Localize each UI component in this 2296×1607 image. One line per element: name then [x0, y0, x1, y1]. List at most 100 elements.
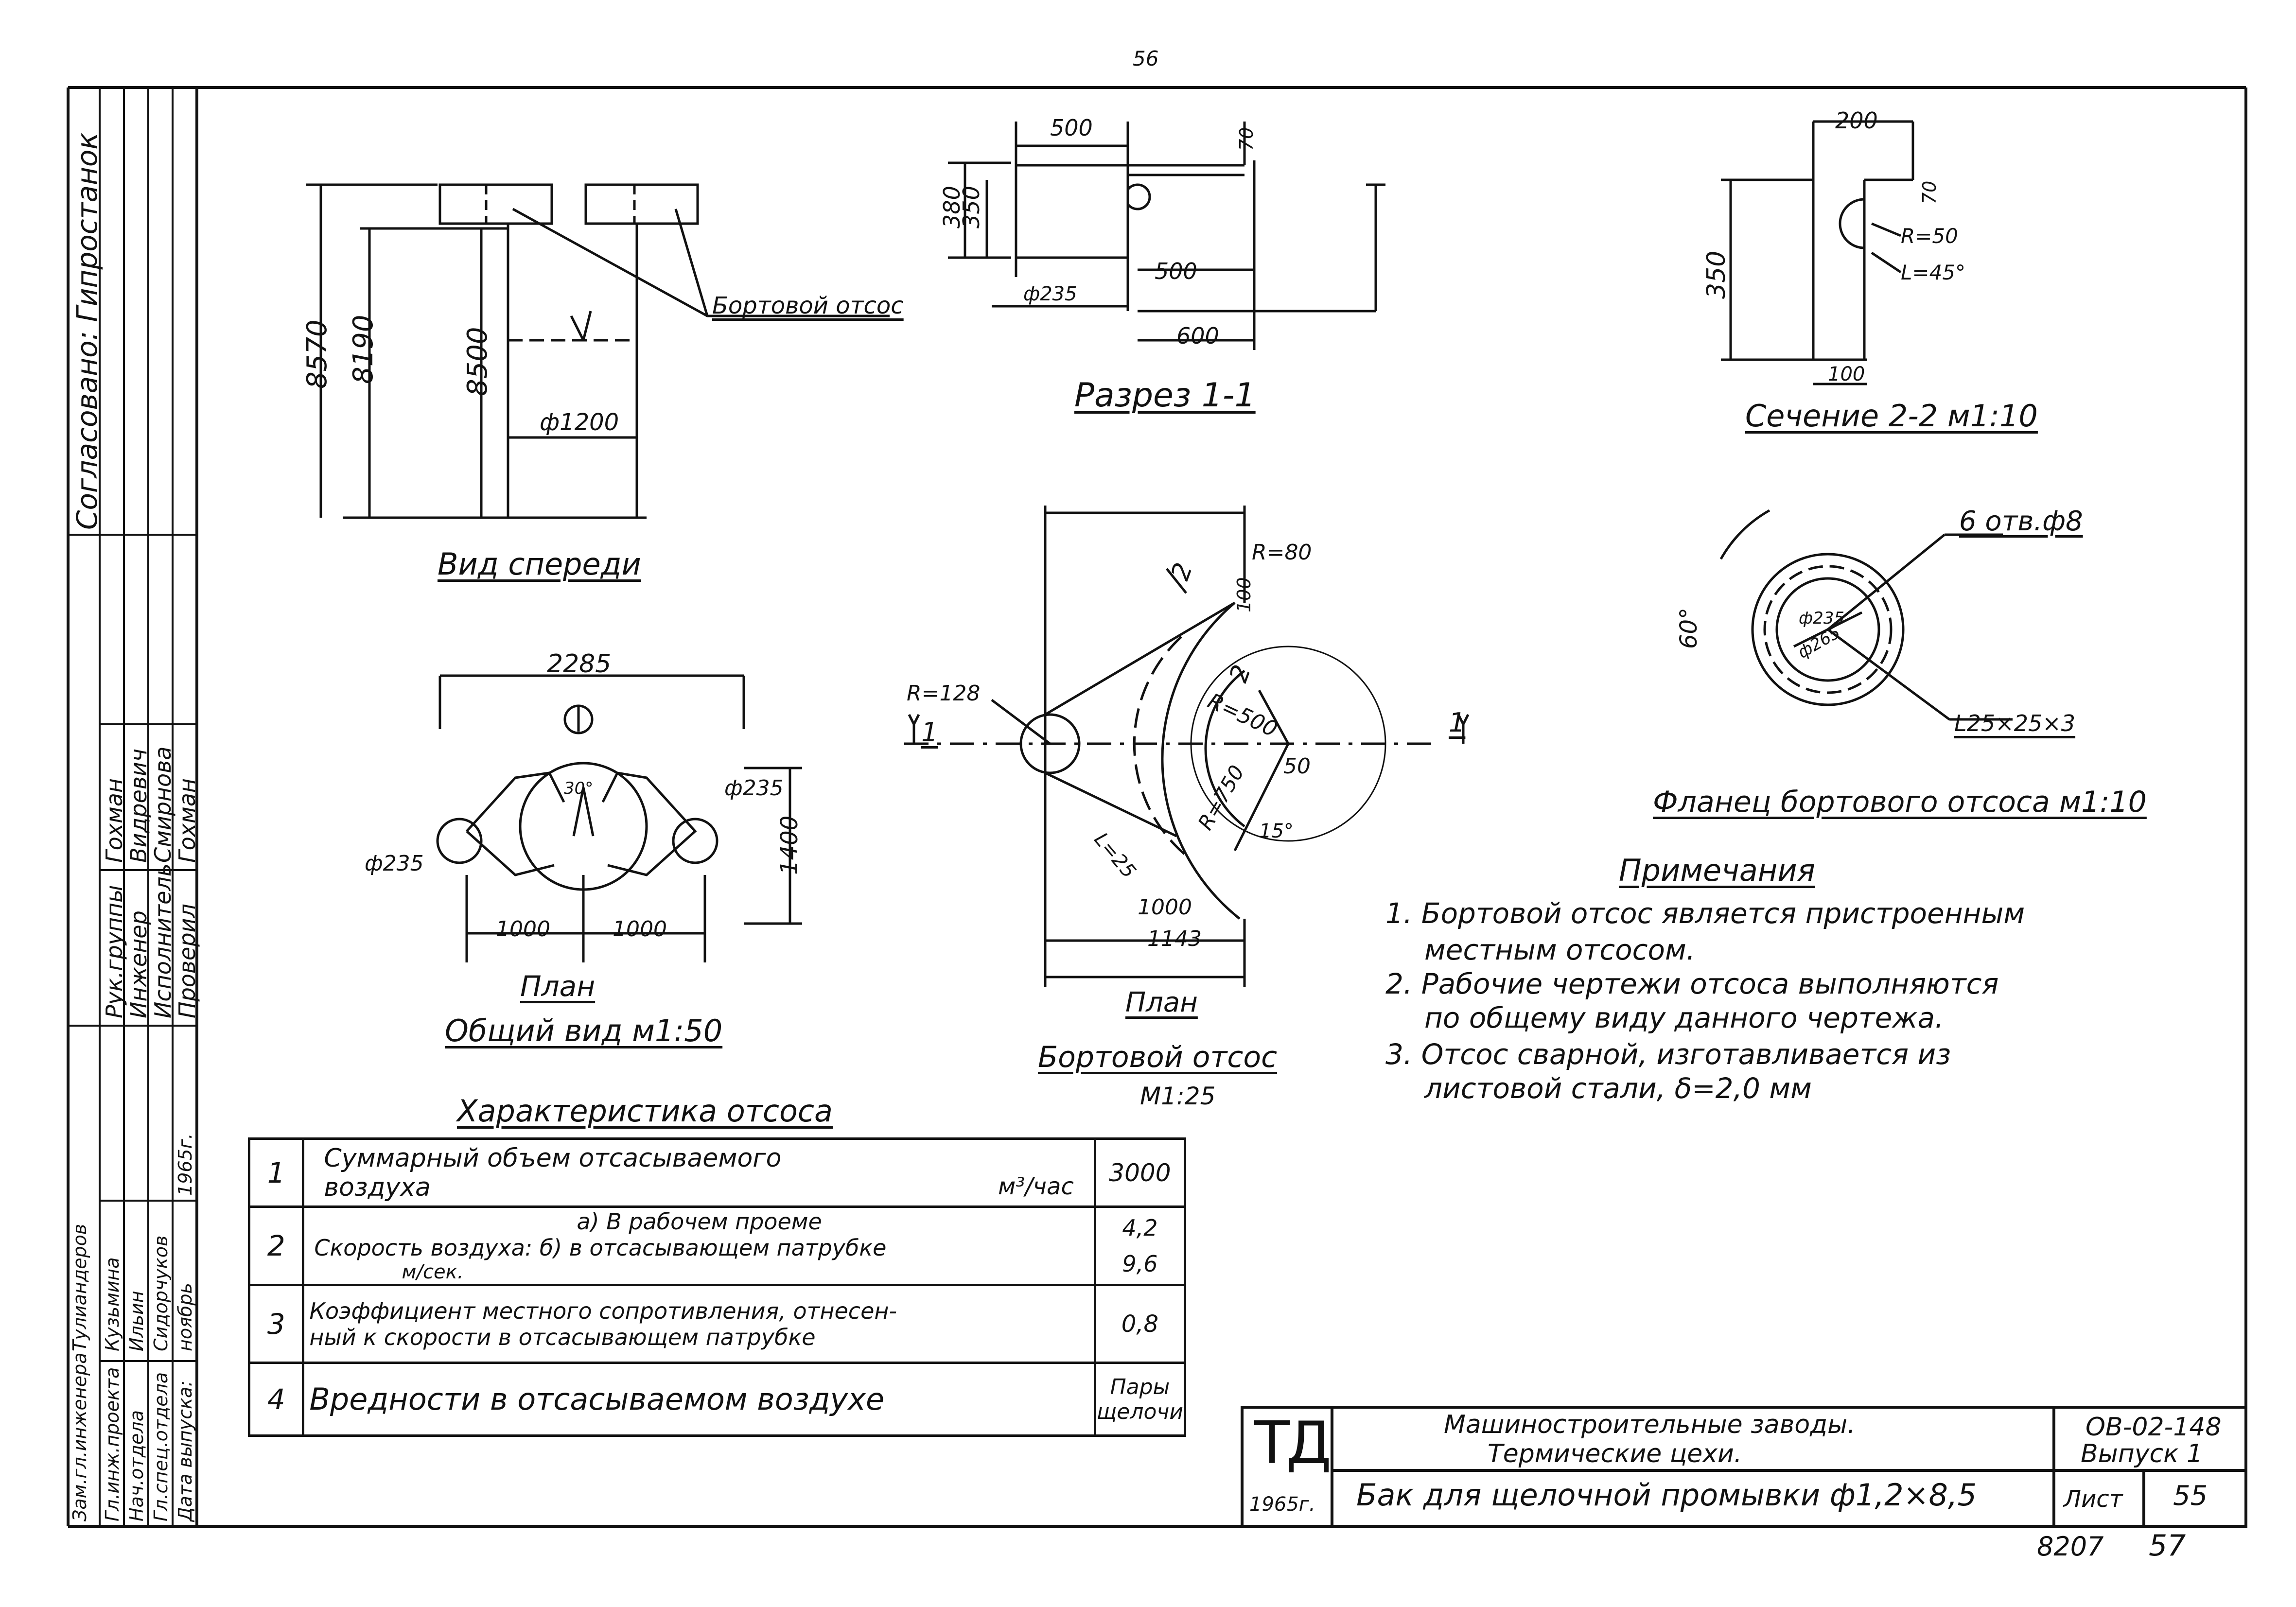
- sheet-frame: [67, 86, 2247, 1528]
- dim-8570: 8570: [301, 319, 333, 389]
- title-block-logo: ТД: [1254, 1410, 1332, 1477]
- title-block-bottom-left: 8207: [2037, 1531, 2104, 1562]
- dim-100-s2: 100: [1828, 363, 1865, 385]
- stamp-name2: ноябрь: [175, 1283, 196, 1351]
- dim-1143: 1143: [1147, 926, 1202, 951]
- title-block-org2: Термические цехи.: [1488, 1439, 1742, 1468]
- stamp-role2: Гл.инж.проекта: [102, 1367, 123, 1521]
- plan-exhaust-title1: План: [1125, 987, 1198, 1018]
- dim-500-top: 500: [1050, 115, 1093, 141]
- dim-30deg: 30°: [564, 779, 594, 798]
- dim-200: 200: [1835, 107, 1878, 134]
- flange-title: Фланец бортового отсоса м1:10: [1653, 785, 2147, 819]
- plan-exhaust-scale: М1:25: [1140, 1082, 1216, 1110]
- table-row: 2 а) В рабочем проеме Скорость воздуха: …: [247, 1205, 1187, 1286]
- dim-f235-right: ф235: [724, 776, 784, 801]
- row-value: 0,8: [1093, 1284, 1187, 1364]
- dim-r80: R=80: [1252, 540, 1312, 565]
- title-block-frame: [1241, 1406, 2247, 1528]
- section-1-1: [948, 122, 1385, 350]
- dim-350-s2: 350: [1702, 250, 1731, 299]
- row-value: Пары щелочи: [1093, 1362, 1187, 1437]
- row-text: Суммарный объем отсасываемого воздуха м³…: [302, 1137, 1096, 1208]
- stamp-name: Гохман: [101, 778, 127, 863]
- note-line-5: 3. Отсос сварной, изготавливается из: [1385, 1038, 1951, 1071]
- dim-600: 600: [1176, 323, 1219, 349]
- dim-1000-a: 1000: [496, 917, 550, 942]
- characteristics-title: Характеристика отсоса: [457, 1093, 833, 1129]
- row-text: Вредности в отсасываемом воздухе: [302, 1362, 1096, 1437]
- dim-f235-left: ф235: [365, 851, 424, 876]
- dim-15deg: 15°: [1259, 820, 1294, 842]
- dim-100-pe: 100: [1233, 577, 1255, 612]
- dim-r50: R=50: [1901, 224, 1958, 248]
- dim-70-s2: 70: [1919, 180, 1940, 204]
- note-line-3: 2. Рабочие чертежи отсоса выполняются: [1385, 967, 1999, 1000]
- table-row: 4 Вредности в отсасываемом воздухе Пары …: [247, 1362, 1187, 1437]
- dim-8190: 8190: [348, 314, 379, 384]
- row-text-line: Коэффициент местного сопротивления, отне…: [309, 1297, 897, 1324]
- section-mark-1-right: 1: [1449, 707, 1466, 738]
- row-text: Коэффициент местного сопротивления, отне…: [302, 1284, 1096, 1364]
- side-stamp-grid: [68, 87, 197, 1526]
- value-b: 9,6: [1122, 1251, 1158, 1277]
- stamp-role2: Зам.гл.инженера: [69, 1352, 90, 1521]
- section-2-2-title: Сечение 2-2 м1:10: [1745, 398, 2038, 434]
- row-text-line: а) В рабочем проеме: [577, 1208, 822, 1235]
- dim-350: 350: [958, 186, 984, 228]
- stamp-name2: Кузьмина: [102, 1257, 123, 1351]
- front-view-title: Вид спереди: [438, 546, 641, 582]
- dim-r128: R=128: [907, 681, 981, 706]
- dim-1000-pe: 1000: [1138, 895, 1192, 920]
- dim-50-pe: 50: [1283, 754, 1311, 779]
- flange-view: [1719, 509, 2013, 721]
- row-num: 2: [247, 1205, 305, 1286]
- stamp-role: Исполнитель: [150, 863, 176, 1018]
- table-row: 1 Суммарный объем отсасываемого воздуха …: [247, 1137, 1187, 1208]
- row-text-line: ный к скорости в отсасывающем патрубке: [309, 1324, 816, 1350]
- section-2-2: [1721, 120, 1914, 385]
- plan-exhaust-title2: Бортовой отсос: [1038, 1040, 1278, 1074]
- section-1-1-title: Разрез 1-1: [1074, 376, 1256, 415]
- front-view: [306, 183, 890, 519]
- dim-1000-b: 1000: [613, 917, 667, 942]
- stamp-name: Смирнова: [150, 746, 176, 863]
- plan-general-title2: Общий вид м1:50: [445, 1013, 723, 1048]
- stamp-name2: Тулиандеров: [69, 1223, 90, 1351]
- note-line-2: местным отсосом.: [1424, 933, 1696, 966]
- row-value: 4,2 9,6: [1093, 1205, 1187, 1286]
- dim-2285: 2285: [547, 649, 612, 679]
- page-number: 56: [1133, 47, 1159, 70]
- dim-70-top: 70: [1236, 127, 1257, 151]
- row-text-line: Суммарный объем отсасываемого: [324, 1143, 782, 1173]
- row-text-line: воздуха: [324, 1172, 431, 1202]
- row-value: 3000: [1093, 1137, 1187, 1208]
- notes-title: Примечания: [1619, 853, 1815, 888]
- table-row: 3 Коэффициент местного сопротивления, от…: [247, 1284, 1187, 1364]
- dim-1400: 1400: [776, 815, 803, 875]
- row-text: а) В рабочем проеме Скорость воздуха: б)…: [302, 1205, 1096, 1286]
- dim-l45: L=45°: [1901, 261, 1966, 284]
- stamp-role2: Дата выпуска:: [175, 1380, 196, 1521]
- stamp-role2: Гл.спец.отдела: [150, 1372, 172, 1521]
- flange-angle-profile: L25×25×3: [1954, 710, 2076, 736]
- stamp-name2: Ильин: [126, 1291, 147, 1351]
- stamp-role2: Нач.отдела: [126, 1410, 147, 1521]
- flange-holes: 6 отв.ф8: [1959, 506, 2083, 537]
- callout-exhaust: Бортовой отсос: [712, 292, 904, 319]
- characteristics-table: 1 Суммарный объем отсасываемого воздуха …: [247, 1137, 1187, 1437]
- stamp-name: Гохман: [174, 778, 200, 863]
- approved-label: Согласовано: Гипростанок: [70, 132, 104, 530]
- stamp-role: Проверил: [174, 904, 200, 1018]
- row-unit: м³/час: [998, 1172, 1074, 1200]
- note-line-1: 1. Бортовой отсос является пристроенным: [1385, 897, 2025, 930]
- value-b: щелочи: [1096, 1399, 1183, 1424]
- row-num: 3: [247, 1284, 305, 1364]
- dim-f235: ф235: [1023, 283, 1077, 305]
- note-line-6: листовой стали, δ=2,0 мм: [1424, 1072, 1812, 1105]
- row-num: 4: [247, 1362, 305, 1437]
- row-num: 1: [247, 1137, 305, 1208]
- value-a: 4,2: [1122, 1215, 1158, 1241]
- section-mark-1-left: 1: [921, 717, 938, 748]
